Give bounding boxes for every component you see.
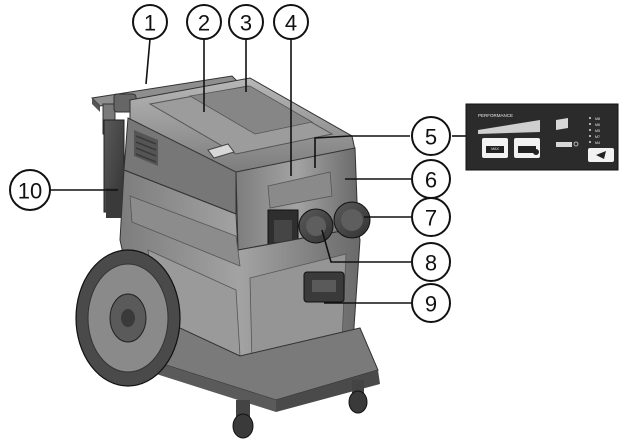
- svg-text:4: 4: [285, 11, 297, 36]
- svg-text:2: 2: [198, 11, 210, 36]
- leader-8: [321, 229, 411, 263]
- filter-icon: [556, 118, 568, 130]
- clean-cycle-icon: [533, 149, 539, 155]
- hose-size: M6: [595, 123, 600, 127]
- leader-lines: [50, 38, 466, 304]
- leader-1: [145, 38, 151, 85]
- control-panel-inset: PERFORMANCE MAX M8 M6 M5 M7 M4: [465, 103, 619, 171]
- svg-text:3: 3: [240, 11, 252, 36]
- callouts: 1 2 3 4 5 6 7 8: [9, 4, 451, 323]
- hose-size: M4: [595, 141, 600, 145]
- hose-diameter-icon: [556, 142, 572, 147]
- svg-text:6: 6: [425, 168, 437, 193]
- callout-3: 3: [228, 4, 264, 40]
- svg-text:5: 5: [425, 125, 437, 150]
- svg-text:9: 9: [425, 292, 437, 317]
- callout-9: 9: [411, 283, 451, 323]
- lid-top: [129, 77, 356, 177]
- callout-10: 10: [9, 169, 51, 211]
- hose-size: M5: [595, 129, 600, 133]
- leader-5: [314, 135, 410, 168]
- callout-7: 7: [411, 197, 451, 237]
- vacuum-illustration: [75, 75, 380, 439]
- handle-pole: [103, 119, 125, 218]
- callout-4: 4: [273, 4, 309, 40]
- callout-1: 1: [132, 4, 168, 40]
- hose-size-list: M8 M6 M5 M7 M4: [589, 117, 600, 145]
- svg-text:10: 10: [18, 179, 42, 204]
- callout-2: 2: [186, 4, 222, 40]
- rear-wheel: [75, 249, 181, 387]
- front-casters: [232, 380, 368, 439]
- svg-text:8: 8: [425, 251, 437, 276]
- callout-8: 8: [411, 242, 451, 282]
- performance-label: PERFORMANCE: [478, 113, 513, 118]
- performance-ramp-icon: [478, 120, 540, 134]
- hose-size: M7: [595, 135, 600, 139]
- svg-text:7: 7: [425, 206, 437, 231]
- callout-5: 5: [411, 116, 451, 156]
- svg-text:1: 1: [144, 11, 156, 36]
- max-button-label: MAX: [491, 147, 499, 151]
- hose-size: M8: [595, 117, 600, 121]
- callout-6: 6: [411, 159, 451, 199]
